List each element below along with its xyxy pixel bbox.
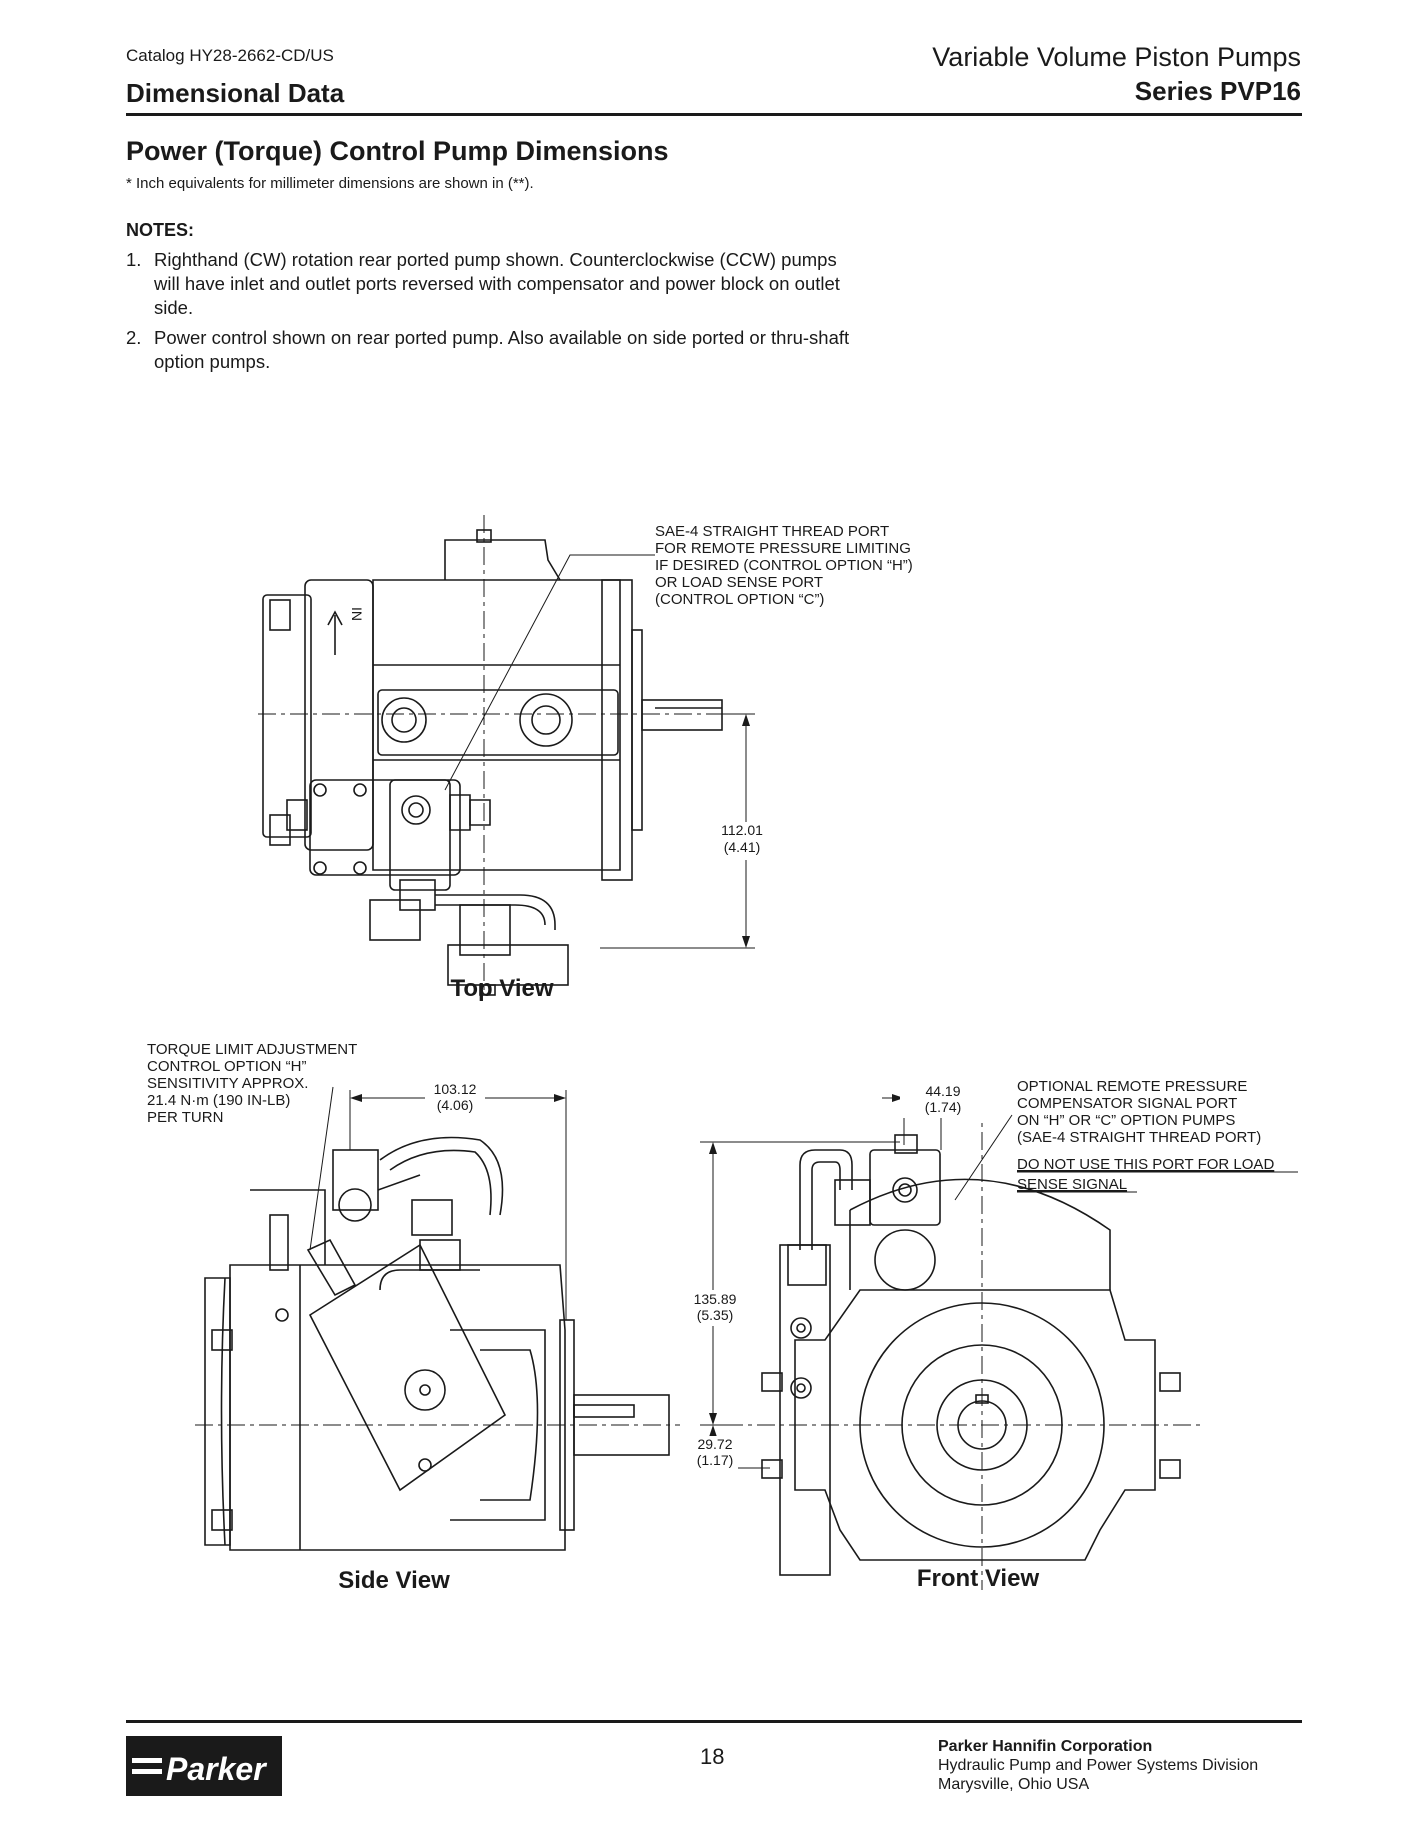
parker-logo: Parker: [126, 1736, 282, 1796]
front-callout-line: OPTIONAL REMOTE PRESSURE: [1017, 1078, 1247, 1095]
series-name: Series PVP16: [1134, 76, 1301, 106]
top-callout-line: SAE-4 STRAIGHT THREAD PORT: [655, 523, 889, 540]
front-callout-line: (SAE-4 STRAIGHT THREAD PORT): [1017, 1129, 1261, 1146]
catalog-number: Catalog HY28-2662-CD/US: [126, 46, 334, 65]
top-callout-line: OR LOAD SENSE PORT: [655, 574, 823, 591]
front-dim-low-mm: 29.72: [697, 1436, 732, 1452]
note-item: 2. Power control shown on rear ported pum…: [126, 326, 866, 374]
corporation-name: Parker Hannifin Corporation: [938, 1738, 1153, 1755]
front-dim-top-mm: 44.19: [925, 1083, 960, 1099]
note-number: 2.: [126, 327, 142, 348]
top-view-label: Top View: [450, 975, 553, 1002]
front-warning-line: SENSE SIGNAL: [1017, 1176, 1127, 1193]
front-view-label: Front View: [917, 1565, 1040, 1592]
side-view-label: Side View: [338, 1567, 450, 1594]
logo-text: Parker: [166, 1751, 267, 1787]
front-dim-height-mm: 135.89: [694, 1291, 737, 1307]
side-callout-line: PER TURN: [147, 1109, 223, 1126]
side-view-drawing: [195, 1086, 680, 1551]
top-dim-mm: 112.01: [721, 822, 763, 838]
note-text: Righthand (CW) rotation rear ported pump…: [154, 249, 840, 318]
front-dim-top-in: (1.74): [925, 1099, 962, 1115]
side-callout-line: CONTROL OPTION “H”: [147, 1058, 306, 1075]
section-title: Dimensional Data: [126, 78, 345, 108]
product-name: Variable Volume Piston Pumps: [932, 42, 1301, 72]
in-port-marking: IN: [349, 607, 365, 621]
page-number: 18: [700, 1744, 725, 1769]
notes-heading: NOTES:: [126, 220, 195, 240]
note-text: Power control shown on rear ported pump.…: [154, 327, 850, 372]
front-dim-low-in: (1.17): [697, 1452, 734, 1468]
top-dim-in: (4.41): [724, 839, 761, 855]
side-callout-line: TORQUE LIMIT ADJUSTMENT: [147, 1041, 357, 1058]
front-callout-line: ON “H” OR “C” OPTION PUMPS: [1017, 1112, 1235, 1129]
side-callout-line: SENSITIVITY APPROX.: [147, 1075, 308, 1092]
side-callout-line: 21.4 N·m (190 IN-LB): [147, 1092, 290, 1109]
side-dim-mm: 103.12: [434, 1081, 477, 1097]
footer-rule: [126, 1720, 1302, 1723]
page-heading: Power (Torque) Control Pump Dimensions: [126, 136, 669, 166]
top-view-drawing: IN: [258, 515, 755, 996]
top-callout-line: (CONTROL OPTION “C”): [655, 591, 824, 608]
top-callout-line: FOR REMOTE PRESSURE LIMITING: [655, 540, 911, 557]
side-dim-in: (4.06): [437, 1097, 474, 1113]
front-warning-line: DO NOT USE THIS PORT FOR LOAD: [1017, 1156, 1274, 1173]
front-callout-line: COMPENSATOR SIGNAL PORT: [1017, 1095, 1237, 1112]
header-rule: [126, 113, 1302, 116]
location: Marysville, Ohio USA: [938, 1776, 1090, 1793]
note-number: 1.: [126, 249, 142, 270]
notes-list: 1. Righthand (CW) rotation rear ported pu…: [126, 248, 866, 380]
note-item: 1. Righthand (CW) rotation rear ported pu…: [126, 248, 866, 320]
division-name: Hydraulic Pump and Power Systems Divisio…: [938, 1757, 1259, 1774]
page-subtitle: * Inch equivalents for millimeter dimens…: [126, 175, 534, 192]
front-dim-height-in: (5.35): [697, 1307, 734, 1323]
top-callout-line: IF DESIRED (CONTROL OPTION “H”): [655, 557, 913, 574]
